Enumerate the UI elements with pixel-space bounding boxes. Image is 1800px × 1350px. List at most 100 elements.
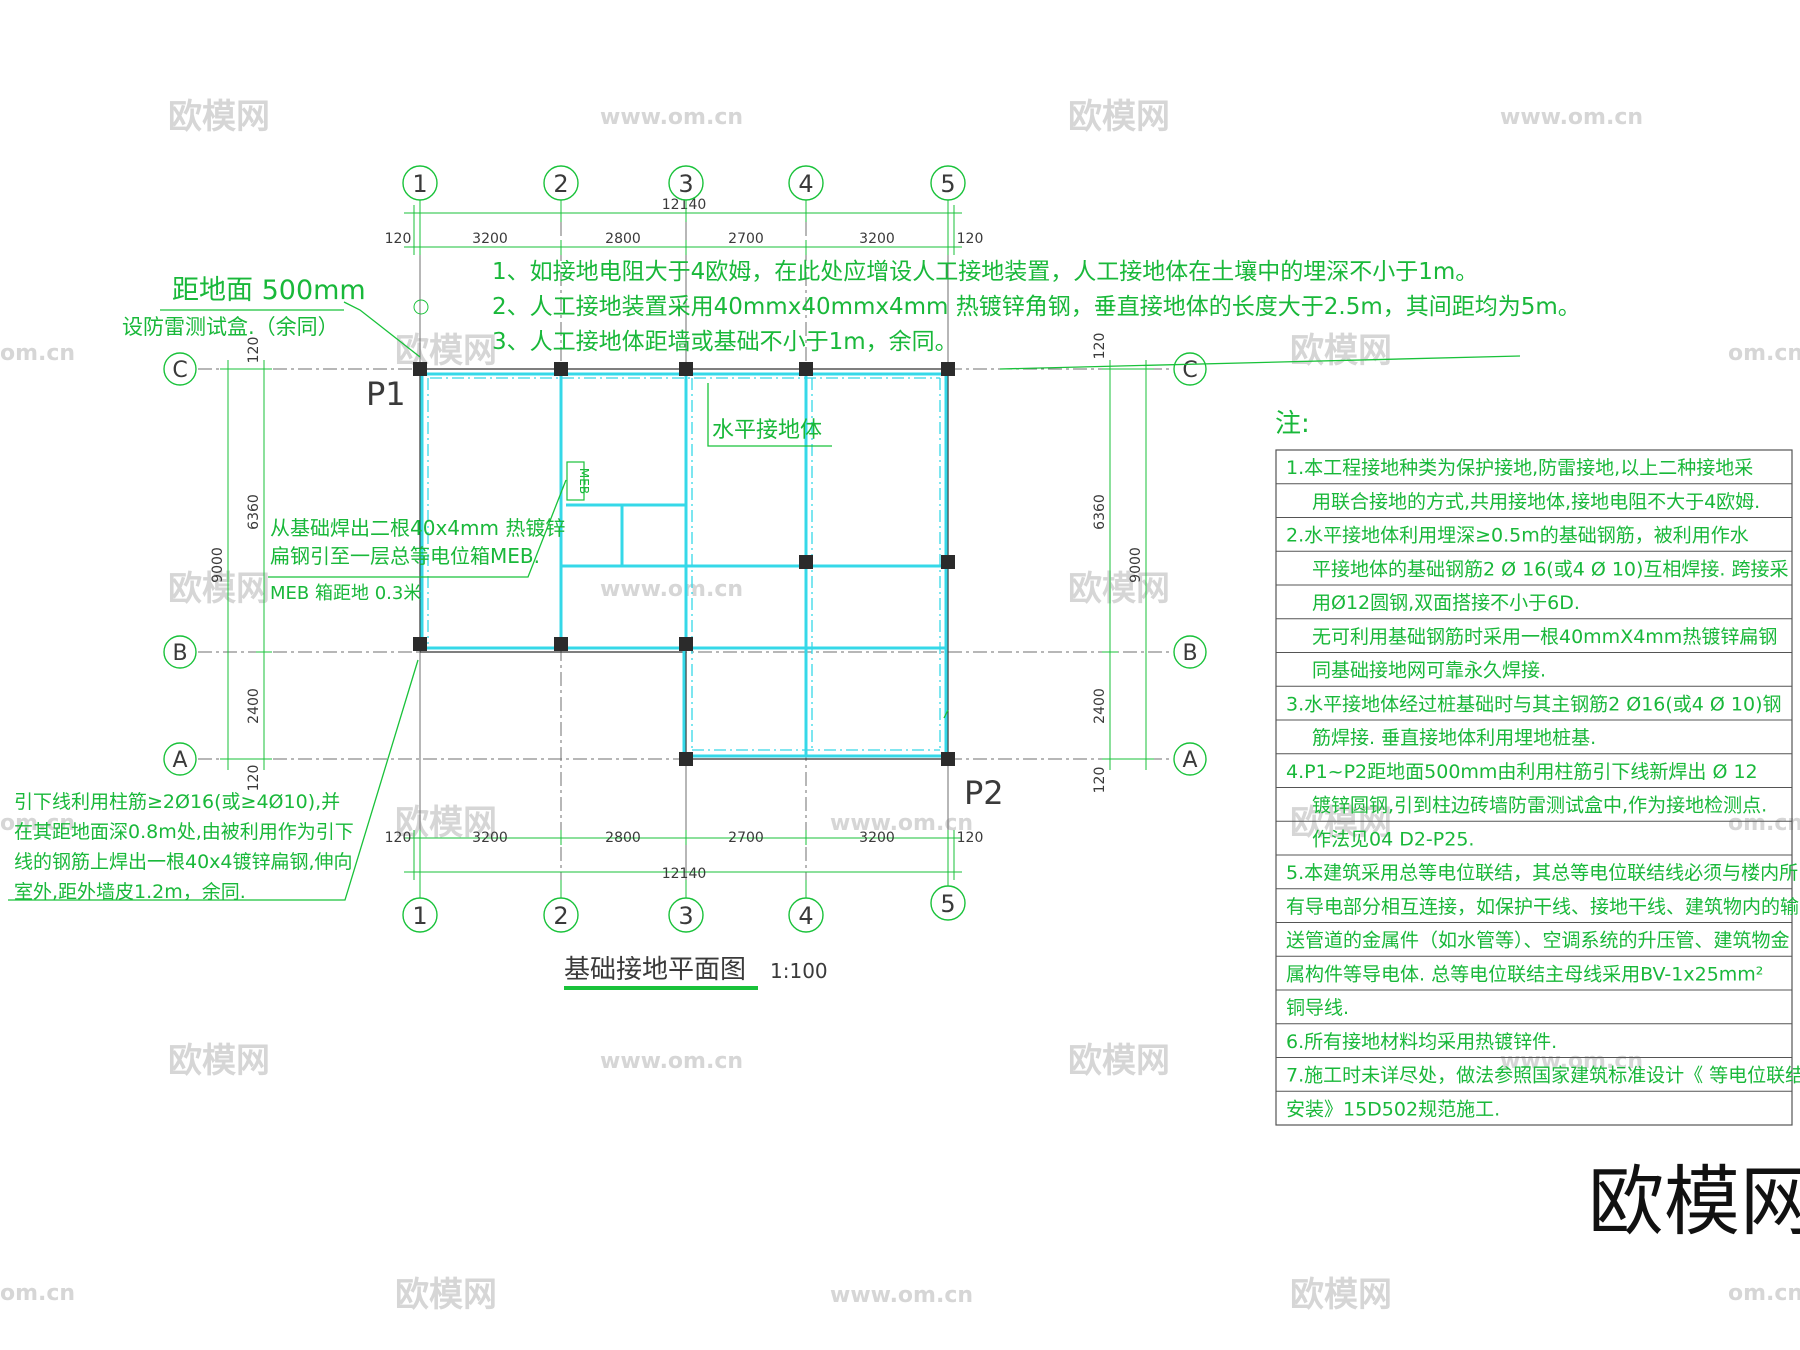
dimension-texts: 12140 120 3200 2800 2700 3200 120 120 32… [210, 197, 1144, 882]
notes-row-text: 4.P1~P2距地面500mm由利用柱筋引下线新焊出 Ø 12 [1286, 761, 1758, 783]
column [941, 752, 955, 766]
watermark-layer: 欧模网 www.om.cn 欧模网 www.om.cn om.cn 欧模网 欧模… [0, 97, 1800, 1315]
axis-label-side: C [1182, 358, 1197, 383]
down-conductor-line3: 线的钢筋上焊出一根40x4镀锌扁钢,伸向 [14, 851, 353, 873]
notes-row-text: 3.水平接地体经过桩基础时与其主钢筋2 Ø16(或4 Ø 10)钢 [1286, 693, 1782, 715]
dim-edge: 120 [957, 830, 984, 846]
axis-label-side: A [172, 748, 187, 773]
dim-total-top: 12140 [662, 197, 707, 213]
watermark-brand: 欧模网 [1068, 1041, 1170, 1081]
top-note-2: 2、人工接地装置采用40mmx40mmx4mm 热镀锌角钢，垂直接地体的长度大于… [492, 294, 1581, 320]
meb-callout-line3: MEB 箱距地 0.3米 [270, 583, 421, 604]
axis-label-side: B [172, 641, 187, 666]
top-note-1: 1、如接地电阻大于4欧姆，在此处应增设人工接地装置，人工接地体在土壤中的埋深不小… [492, 259, 1478, 285]
p1-label: P1 [366, 375, 406, 413]
column [679, 637, 693, 651]
axis-label-bottom: 3 [678, 902, 693, 930]
notes-row-text: 2.水平接地体利用埋深≥0.5m的基础钢筋，被利用作水 [1286, 525, 1749, 547]
column [799, 362, 813, 376]
dim-edge: 120 [385, 231, 412, 247]
axis-label-top: 3 [678, 170, 693, 198]
watermark-brand: 欧模网 [1290, 1275, 1392, 1315]
watermark-url: om.cn [1728, 811, 1800, 836]
meb-tag: MEB [577, 468, 591, 494]
watermark-brand: 欧模网 [1290, 331, 1392, 371]
watermark-url: om.cn [1728, 1281, 1800, 1306]
axis-label-top: 2 [553, 170, 568, 198]
axis-label-bottom: 2 [553, 902, 568, 930]
note-rows: 1.本工程接地种类为保护接地,防雷接地,以上二种接地采用联合接地的方式,共用接地… [1276, 457, 1800, 1120]
down-conductor-line1: 引下线利用柱筋≥2Ø16(或≥4Ø10),并 [14, 791, 340, 813]
dim-edge-right: 120 [1092, 333, 1108, 360]
p2-label: P2 [964, 774, 1004, 812]
notes-row-text: 平接地体的基础钢筋2 Ø 16(或4 Ø 10)互相焊接. 跨接采 [1312, 558, 1789, 580]
notes-row-text: 用联合接地的方式,共用接地体,接地电阻不大于4欧姆. [1312, 491, 1760, 513]
notes-row-text: 5.本建筑采用总等电位联结，其总等电位联结线必须与楼内所 [1286, 862, 1798, 884]
watermark-brand: 欧模网 [1068, 97, 1170, 137]
axis-label-bottom: 4 [798, 902, 813, 930]
dim-edge: 120 [385, 830, 412, 846]
dim-total-left: 9000 [210, 547, 226, 583]
notes-row-text: 7.施工时未详尽处，做法参照国家建筑标准设计《 等电位联结 [1286, 1065, 1800, 1087]
down-conductor-line2: 在其距地面深0.8m处,由被利用作为引下 [14, 821, 354, 843]
axis-bubbles: 1 2 3 4 5 1 2 3 4 5 C B A C B A [163, 165, 1207, 933]
watermark-brand: 欧模网 [395, 803, 497, 843]
notes-row-text: 1.本工程接地种类为保护接地,防雷接地,以上二种接地采 [1286, 457, 1753, 479]
dimension-lines [220, 205, 1154, 880]
notes-row-text: 无可利用基础钢筋时采用一根40mmX4mm热镀锌扁钢 [1312, 626, 1777, 648]
axis-label-bottom: 5 [940, 890, 955, 918]
notes-row-text: 有导电部分相互连接，如保护干线、接地干线、建筑物内的输 [1286, 896, 1799, 918]
watermark-url: www.om.cn [600, 1049, 743, 1074]
drawing-scale: 1:100 [770, 959, 828, 983]
notes-row-text: 同基础接地网可靠永久焊接. [1312, 660, 1546, 682]
dim-total-right: 9000 [1128, 547, 1144, 583]
dim-span-3: 2700 [728, 830, 764, 846]
dim-span-4: 3200 [859, 231, 895, 247]
column [413, 362, 427, 376]
column [799, 555, 813, 569]
axis-label-top: 1 [412, 170, 427, 198]
dim-edge-left: 120 [246, 337, 262, 364]
meb-callout-line2: 扁钢引至一层总等电位箱MEB. [270, 544, 540, 568]
notes-row-text: 作法见04 D2-P25. [1312, 828, 1474, 850]
watermark-brand: 欧模网 [1290, 803, 1392, 843]
axis-label-side: A [1182, 748, 1197, 773]
meb-callout-line1: 从基础焊出二根40x4mm 热镀锌 [270, 516, 565, 540]
watermark-brand: 欧模网 [168, 569, 270, 609]
watermark-brand: 欧模网 [395, 331, 497, 371]
dim-edge: 120 [957, 231, 984, 247]
axis-label-side: C [172, 358, 187, 383]
drawing-title-block: 基础接地平面图 1:100 [564, 955, 828, 990]
column [941, 362, 955, 376]
watermark-brand: 欧模网 [1068, 569, 1170, 609]
watermark-url: om.cn [0, 811, 75, 836]
dim-upper-right: 6360 [1092, 494, 1108, 530]
top-notes: 1、如接地电阻大于4欧姆，在此处应增设人工接地装置，人工接地体在土壤中的埋深不小… [492, 259, 1581, 370]
dim-span-2: 2800 [605, 231, 641, 247]
dim-span-1: 3200 [472, 830, 508, 846]
dim-total-bottom: 12140 [662, 866, 707, 882]
down-conductor-line4: 室外,距外墙皮1.2m，余同. [14, 881, 246, 903]
top-note-3: 3、人工接地体距墙或基础不小于1m，余同。 [492, 329, 958, 355]
watermark-url: www.om.cn [600, 577, 743, 602]
column [679, 752, 693, 766]
dim-span-3: 2700 [728, 231, 764, 247]
column [554, 637, 568, 651]
watermark-url: www.om.cn [830, 1283, 973, 1308]
notes-row-text: 镀锌圆钢,引到柱边砖墙防雷测试盒中,作为接地检测点. [1312, 795, 1767, 817]
notes-row-text: 筋焊接. 垂直接地体利用埋地桩基. [1312, 727, 1596, 749]
axis-label-top: 4 [798, 170, 813, 198]
horizontal-electrode-label: 水平接地体 [712, 418, 822, 443]
test-box-callout-line2: 设防雷测试盒.（余同） [122, 315, 339, 339]
callouts: 距地面 500mm 设防雷测试盒.（余同） P1 P2 水平接地体 MEB 从基… [8, 275, 1004, 903]
dim-edge-right: 120 [1092, 767, 1108, 794]
dim-lower-right: 2400 [1092, 688, 1108, 724]
watermark-brand: 欧模网 [168, 1041, 270, 1081]
brand-logo: 欧模网 [1588, 1157, 1800, 1246]
notes-row-text: 属构件等导电体. 总等电位联结主母线采用BV-1x25mm² [1286, 963, 1763, 985]
notes-row-text: 铜导线. [1286, 997, 1349, 1019]
column [679, 362, 693, 376]
axis-label-side: B [1182, 641, 1197, 666]
watermark-url: www.om.cn [600, 105, 743, 130]
